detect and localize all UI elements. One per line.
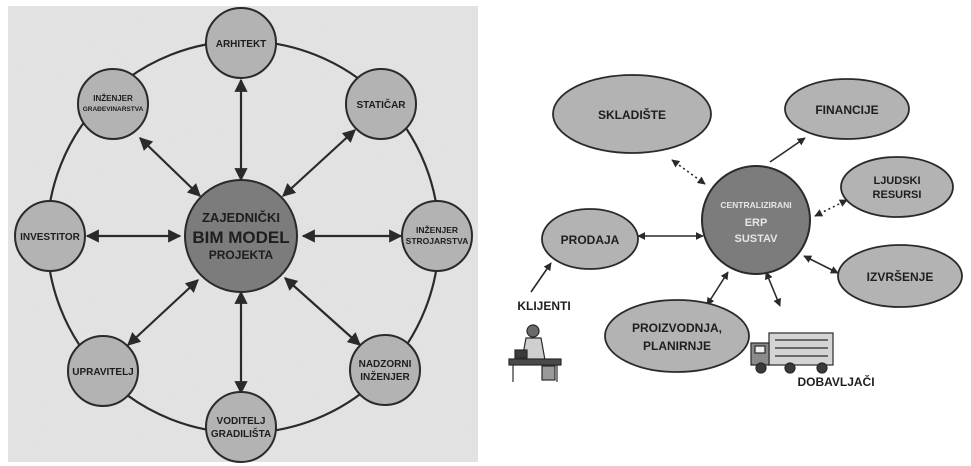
module-proizvodnja: PROIZVODNJA, PLANIRNJE [604,299,750,373]
node-label-line1: INŽENJER [93,94,133,103]
bim-arrows [85,78,403,395]
node-investitor: INVESTITOR [14,200,86,272]
node-arhitekt: ARHITEKT [205,7,277,79]
arrow-klijenti [530,262,552,293]
module-label-line2: RESURSI [873,189,922,201]
erp-arrows [530,137,848,307]
center-label-line3: PROJEKTA [209,248,274,262]
module-prodaja: PRODAJA [541,208,639,270]
node-label-line1: VODITELJ [217,416,266,427]
arrow-staticar [282,129,356,197]
node-inzenjer-gradevinarstva: INŽENJER GRAĐEVINARSTVA [77,68,149,140]
bim-diagram: ZAJEDNIČKI BIM MODEL PROJEKTA ARHITEKT S… [8,6,478,463]
node-label-line2: STROJARSTVA [406,236,469,246]
module-financije: FINANCIJE [784,78,910,140]
node-label: INVESTITOR [20,232,81,243]
module-izvrsenje: IZVRŠENJE [837,244,963,308]
suppliers-label: DOBAVLJAČI [797,374,874,389]
node-label: ARHITEKT [216,39,267,50]
node-label-line1: NADZORNI [359,359,412,370]
node-label-line2: GRADILIŠTA [211,427,271,440]
node-label: UPRAVITELJ [72,367,134,378]
module-label: PRODAJA [561,233,620,247]
module-ljudski-resursi: LJUDSKI RESURSI [840,156,954,218]
node-label-line2: INŽENJER [360,370,410,383]
arrow-skladiste [671,159,706,185]
erp-center-line1: CENTRALIZIRANI [720,200,791,210]
truck-icon [750,332,834,374]
center-label-line2: BIM MODEL [192,228,289,247]
node-label-line1: INŽENJER [416,224,458,235]
module-label: FINANCIJE [815,103,878,117]
node-nadzorni-inzenjer: NADZORNI INŽENJER [349,334,421,406]
erp-diagram: CENTRALIZIRANI ERP SUSTAV SKLADIŠTE FINA… [508,74,963,389]
erp-center-line2: ERP [745,217,768,229]
module-label-line1: PROIZVODNJA, [632,321,722,335]
bim-center-node: ZAJEDNIČKI BIM MODEL PROJEKTA [184,179,298,293]
center-label-line1: ZAJEDNIČKI [202,210,280,225]
erp-center-node: CENTRALIZIRANI ERP SUSTAV [701,165,811,275]
node-label-line2: GRAĐEVINARSTVA [83,106,144,113]
module-label: IZVRŠENJE [867,269,934,284]
arrow-nadzorni-inzenjer [284,277,361,346]
arrow-ljudski-resursi [814,199,848,217]
arrow-proizvodnja [706,271,729,306]
arrow-upravitelj [127,279,199,346]
module-label-line1: LJUDSKI [873,175,920,187]
module-label: SKLADIŠTE [598,107,666,122]
node-voditelj-gradilista: VODITELJ GRADILIŠTA [205,391,277,463]
node-label: STATIČAR [356,98,406,111]
clients-label: KLIJENTI [517,299,570,313]
arrow-inzenjer-gradevinarstva [139,137,201,197]
arrow-financije [769,137,806,163]
module-label-line2: PLANIRNJE [643,339,711,353]
arrow-izvrsenje [803,255,839,274]
node-staticar: STATIČAR [345,68,417,140]
module-skladiste: SKLADIŠTE [552,74,712,154]
node-upravitelj: UPRAVITELJ [67,335,139,407]
arrow-dobavljaci [765,271,781,307]
erp-center-line3: SUSTAV [735,233,779,245]
person-at-desk-icon [508,324,562,382]
node-inzenjer-strojarstva: INŽENJER STROJARSTVA [401,200,473,272]
